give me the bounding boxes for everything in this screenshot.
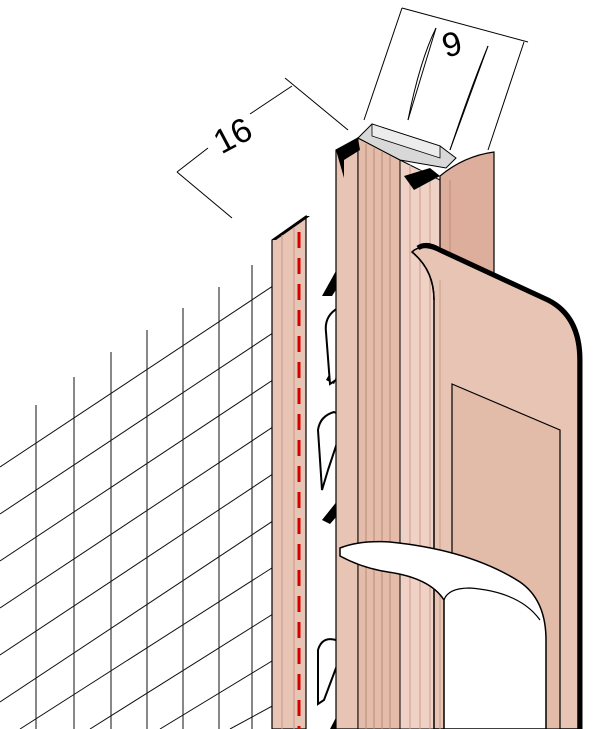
dimension-9 bbox=[363, 7, 529, 151]
dimension-16 bbox=[176, 77, 349, 219]
mesh-flange bbox=[271, 214, 310, 729]
protective-tape bbox=[339, 540, 547, 729]
dimension-16-label: 16 bbox=[207, 110, 258, 161]
dimension-9-label: 9 bbox=[438, 24, 466, 66]
mesh-grid bbox=[0, 265, 301, 729]
